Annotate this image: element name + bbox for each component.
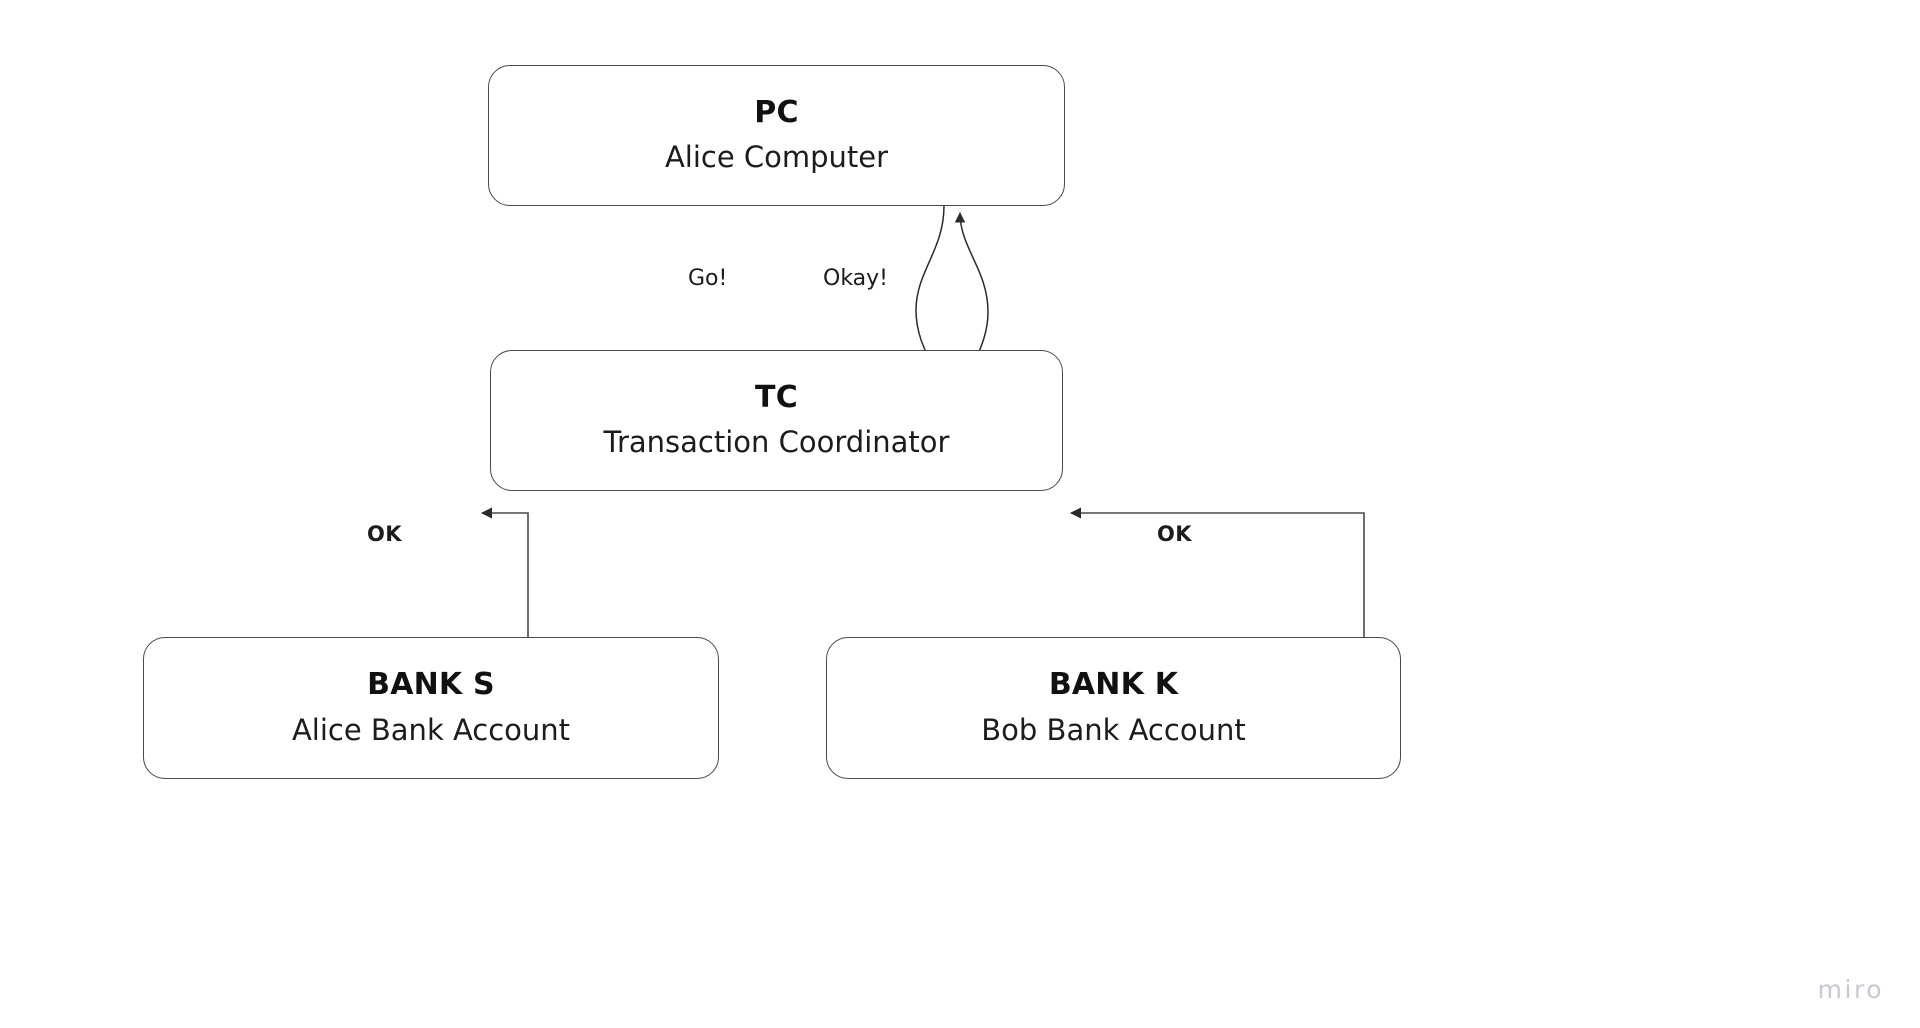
miro-watermark: miro: [1817, 975, 1884, 1004]
node-tc[interactable]: TC Transaction Coordinator: [490, 350, 1063, 491]
node-tc-title: TC: [755, 379, 798, 415]
edge-label-ok-left: OK: [367, 522, 402, 546]
node-bank-k[interactable]: BANK K Bob Bank Account: [826, 637, 1401, 779]
node-pc-subtitle: Alice Computer: [664, 140, 889, 175]
node-bank-s-subtitle: Alice Bank Account: [291, 712, 571, 747]
edge-bank-s-to-tc: [480, 507, 529, 640]
node-bank-k-subtitle: Bob Bank Account: [981, 712, 1246, 747]
node-bank-k-title: BANK K: [1048, 667, 1179, 703]
node-bank-s[interactable]: BANK S Alice Bank Account: [143, 637, 719, 779]
edge-label-ok-right: OK: [1157, 522, 1192, 546]
node-bank-s-title: BANK S: [367, 667, 495, 703]
node-pc-title: PC: [754, 94, 799, 130]
edge-label-okay: Okay!: [823, 266, 888, 291]
edge-label-go: Go!: [688, 266, 728, 291]
edge-bank-k-to-tc: [1069, 507, 1365, 640]
node-pc[interactable]: PC Alice Computer: [488, 65, 1065, 206]
node-tc-subtitle: Transaction Coordinator: [603, 425, 950, 460]
